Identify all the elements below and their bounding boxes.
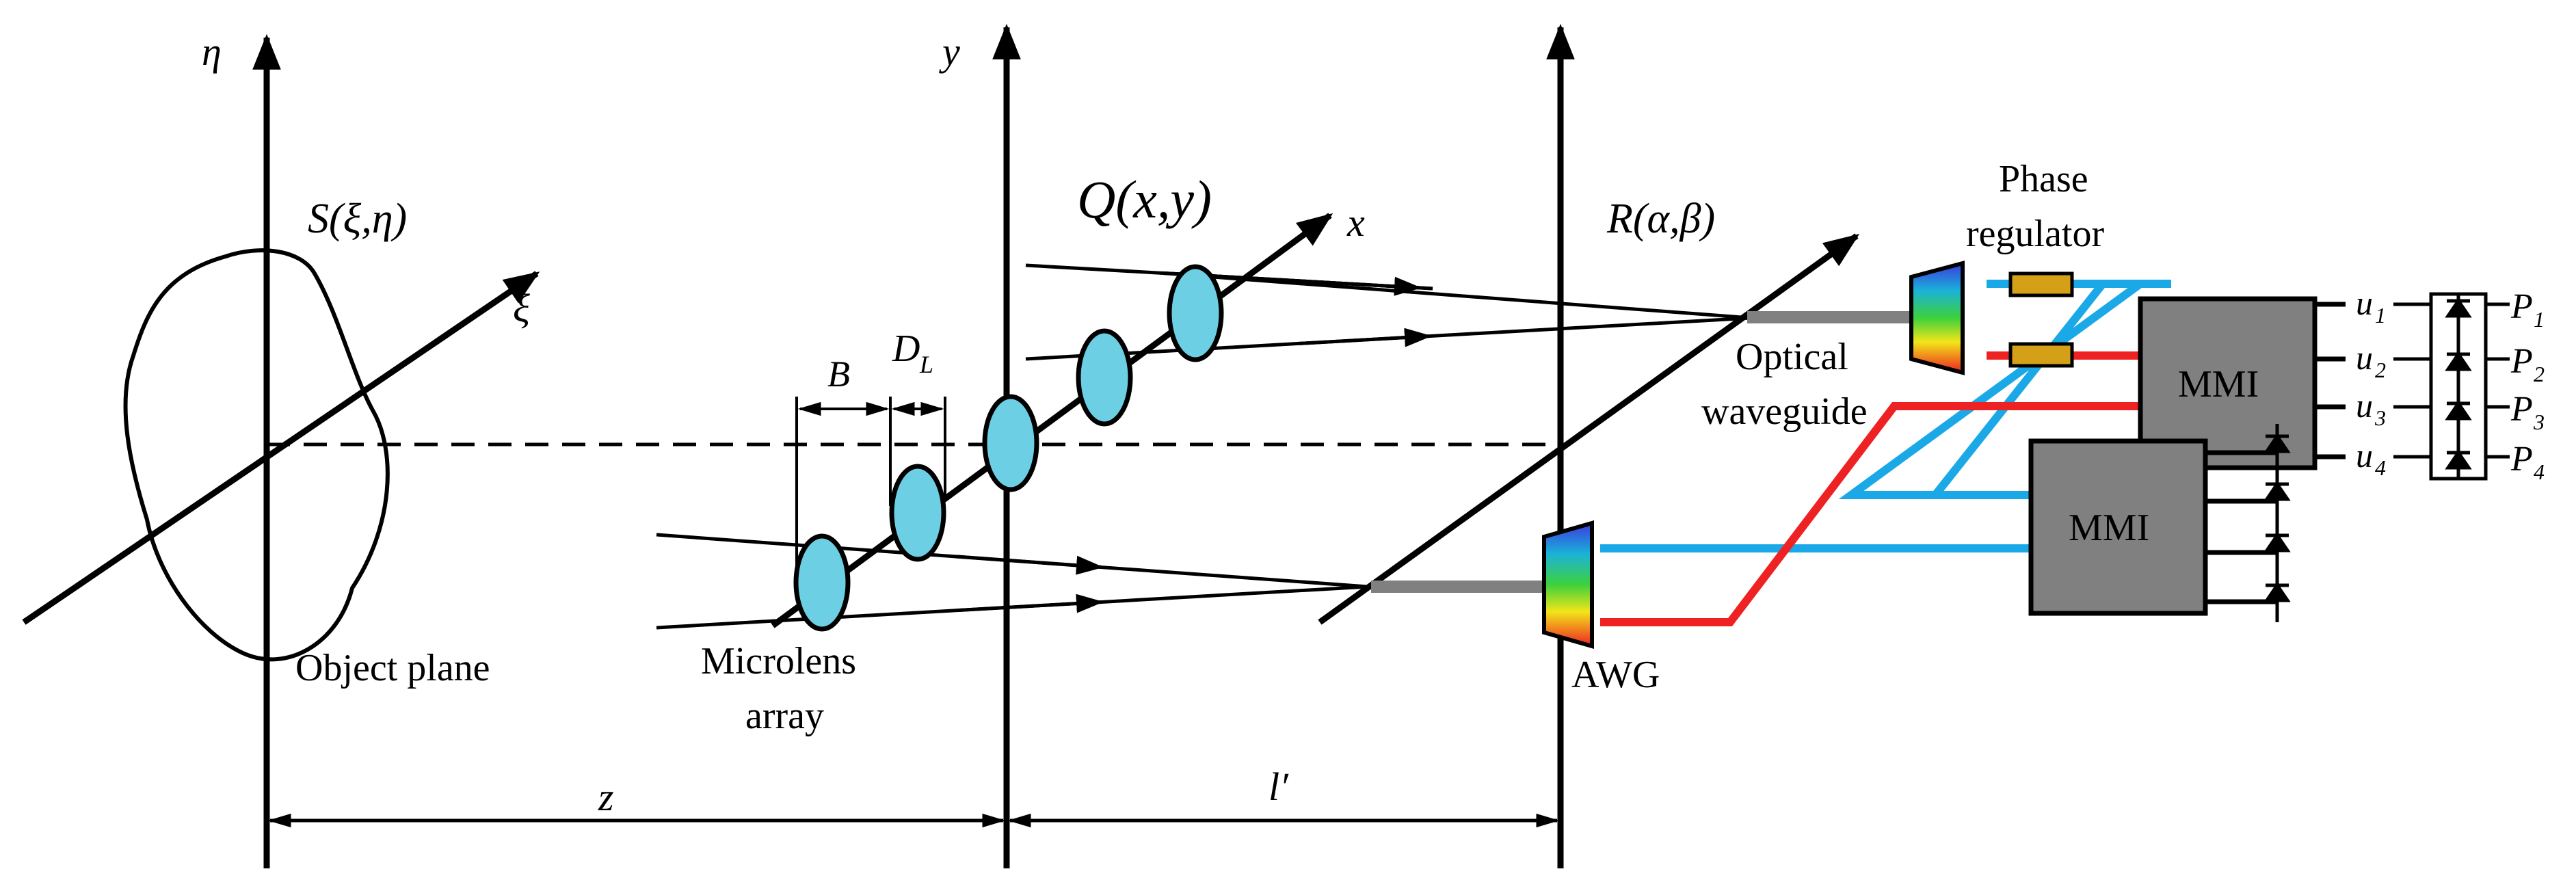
mmi-bottom-label: MMI: [2069, 507, 2149, 549]
phase-regulator-bottom: [2008, 342, 2074, 368]
alpha-axis: [1318, 233, 1860, 625]
lens-diameter-label: D L: [892, 328, 933, 378]
photodiode-icon: [2445, 297, 2472, 318]
l-prime-distance-label: l′: [1269, 764, 1289, 809]
z-distance-label: z: [598, 775, 614, 819]
lens-dimension-marks: [795, 397, 946, 581]
u-label: u: [2356, 284, 2373, 322]
u-label: u: [2356, 436, 2373, 475]
object-contour: [123, 248, 390, 662]
y-axis-label: y: [939, 29, 960, 74]
output-u-labels: u 1 u 2 u 3 u 4: [2356, 284, 2386, 480]
pitch-label: B: [827, 354, 850, 395]
u-sub-label: 2: [2375, 358, 2386, 382]
mmi-top-outputs: [2315, 302, 2346, 459]
eta-axis-label: η: [202, 29, 222, 74]
xi-axis: [22, 271, 540, 625]
mmi-bottom-outputs: [2205, 450, 2277, 604]
phase-regulator-label-1: Phase: [1999, 158, 2088, 200]
svg-text:D: D: [892, 328, 920, 370]
photodetector-array-top: [2429, 292, 2510, 481]
u-to-detector-lines: [2393, 302, 2431, 459]
microlens: [1076, 328, 1133, 427]
awg-top: [1909, 261, 1965, 375]
x-axis: [771, 213, 1333, 628]
microlens: [889, 464, 946, 562]
microlens-label-1: Microlens: [701, 640, 856, 682]
p-sub-label: 3: [2533, 410, 2545, 434]
p-sub-label: 2: [2534, 362, 2545, 386]
photodetector-array-bottom: [2263, 424, 2291, 622]
photodiode-icon: [2263, 433, 2291, 453]
photodiode-icon: [2263, 481, 2291, 501]
ray-upper-2: [1025, 316, 1751, 361]
svg-text:L: L: [919, 351, 933, 378]
u-sub-label: 3: [2374, 405, 2386, 430]
p-label: P: [2510, 440, 2533, 479]
mmi-top-label: MMI: [2178, 363, 2259, 405]
phase-regulator-label-2: regulator: [1966, 213, 2104, 255]
p-label: P: [2510, 342, 2533, 381]
microlens: [793, 533, 851, 632]
optical-waveguide-label-1: Optical: [1736, 336, 1848, 378]
microlens-function-label: Q(x,y): [1077, 170, 1212, 229]
photodiode-icon: [2263, 582, 2291, 602]
u-sub-label: 4: [2375, 455, 2386, 480]
microlens: [982, 394, 1039, 492]
object-function-label: S(ξ,η): [308, 196, 407, 242]
p-label: P: [2510, 287, 2533, 326]
xi-axis-label: ξ: [513, 286, 530, 330]
u-sub-label: 1: [2375, 303, 2386, 328]
mmi-bottom-box: [2028, 438, 2208, 616]
p-label: P: [2510, 390, 2533, 429]
phase-regulator-top: [2008, 271, 2074, 297]
u-label: u: [2356, 386, 2373, 425]
photodiode-icon: [2445, 400, 2472, 421]
awg-label: AWG: [1571, 654, 1660, 696]
ray-upper-1: [1025, 263, 1751, 320]
microlens: [1167, 264, 1224, 362]
u-label: u: [2356, 338, 2373, 377]
awg-bottom: [1542, 520, 1594, 649]
object-plane-label: Object plane: [295, 647, 490, 689]
photodiode-icon: [2263, 532, 2291, 552]
p-sub-label: 1: [2534, 307, 2545, 332]
photodiode-icon: [2445, 351, 2472, 371]
microlens-array: [793, 264, 1224, 632]
x-axis-label: x: [1346, 200, 1365, 245]
output-p-labels: P 1 P 2 P 3 P 4: [2510, 287, 2545, 484]
awg-plane-function-label: R(α,β): [1606, 196, 1715, 242]
p-sub-label: 4: [2534, 459, 2545, 484]
microlens-label-2: array: [745, 695, 824, 737]
ray-lower-1: [656, 533, 1368, 589]
photodiode-icon: [2445, 449, 2472, 470]
ray-lower-2: [656, 585, 1368, 630]
optical-waveguide-label-2: waveguide: [1701, 390, 1868, 433]
